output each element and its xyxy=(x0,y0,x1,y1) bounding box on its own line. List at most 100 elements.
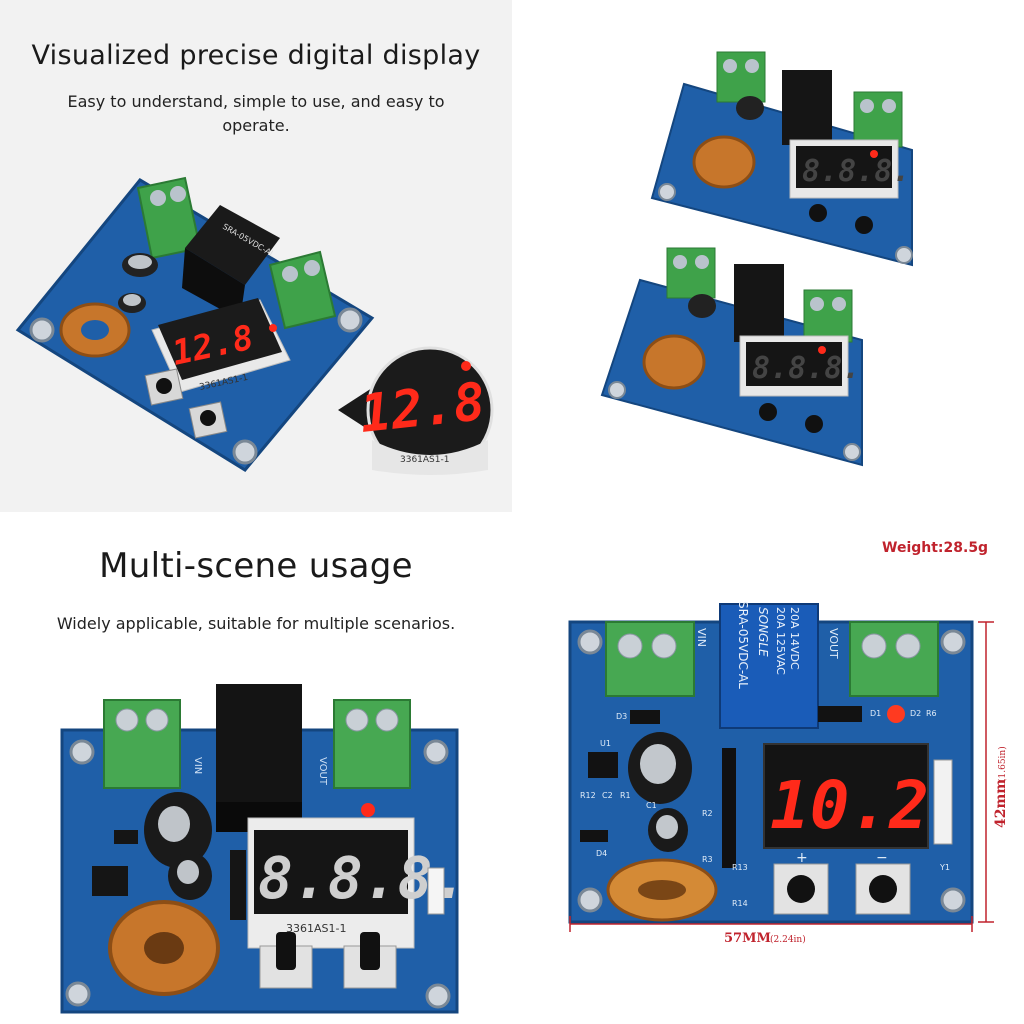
silk-y1: Y1 xyxy=(939,863,950,872)
push-button-cap xyxy=(276,932,296,970)
output-terminal xyxy=(803,289,853,343)
display-window xyxy=(254,830,408,914)
silk-r1: R1 xyxy=(620,791,631,800)
screw-icon xyxy=(723,59,737,73)
mounting-hole xyxy=(940,887,966,913)
pcb-board xyxy=(600,278,863,467)
input-terminal xyxy=(716,51,766,103)
screw-icon xyxy=(745,59,759,73)
panel-display-feature: Visualized precise digital display Easy … xyxy=(0,0,512,512)
input-terminal xyxy=(103,699,181,789)
relay-side xyxy=(182,248,245,320)
panel3-subtitle: Widely applicable, suitable for multiple… xyxy=(56,614,456,633)
module-photo-angled: SRA-05VDC-AL 12.8 3361AS1-1 12.8 3361AS1… xyxy=(15,176,494,475)
silk-plus: + xyxy=(796,850,808,866)
panel1-title: Visualized precise digital display xyxy=(31,40,481,71)
screw-icon xyxy=(115,708,139,732)
relay xyxy=(719,603,819,729)
silk-r12: R12 xyxy=(580,791,596,800)
silk-r3: R3 xyxy=(702,855,713,864)
silk-c1: C1 xyxy=(646,801,657,810)
capacitor-top xyxy=(177,860,199,884)
zoom-display-model: 3361AS1-1 xyxy=(400,455,449,465)
screw-icon xyxy=(282,266,298,282)
status-led xyxy=(361,803,375,817)
screw-icon xyxy=(860,99,874,113)
silk-r2: R2 xyxy=(702,809,713,818)
zoom-status-led xyxy=(461,361,471,371)
height-label-group: 42mm (1.65in) xyxy=(993,746,1009,828)
display-value-bottom: 8.8.8. xyxy=(752,351,860,386)
silk-u1: U1 xyxy=(600,739,611,748)
relay xyxy=(216,684,302,816)
mounting-hole xyxy=(65,981,91,1007)
panel-product-views: 8.8.8. 8.8.8. xyxy=(512,0,1024,512)
diode xyxy=(114,830,138,844)
screw-icon xyxy=(375,708,399,732)
weight-label: Weight:28.5g xyxy=(882,540,989,556)
label-vin: VIN xyxy=(695,628,708,647)
module-photos-pair: 8.8.8. 8.8.8. xyxy=(600,51,913,467)
mounting-hole xyxy=(232,439,258,465)
screw-icon xyxy=(695,255,709,269)
silk-r13: R13 xyxy=(732,863,748,872)
screw-icon xyxy=(170,186,186,202)
mounting-hole xyxy=(608,381,626,399)
screw-icon xyxy=(861,633,887,659)
label-vout: VOUT xyxy=(827,628,840,659)
module-photo-front: VIN VOUT 8.8.8. 3361AS1-1 xyxy=(60,684,468,1014)
zoom-display-value: 12.8 xyxy=(357,372,488,445)
resistor-array xyxy=(230,850,246,920)
capacitor xyxy=(736,96,764,120)
display-value: 10.2 xyxy=(770,767,929,844)
capacitor-top xyxy=(640,744,676,784)
width-mm-label: 57MM xyxy=(724,931,771,946)
push-button-cap xyxy=(805,415,823,433)
push-button-cap xyxy=(759,403,777,421)
display-window xyxy=(158,298,282,380)
screw-icon xyxy=(145,708,169,732)
screw-icon xyxy=(895,633,921,659)
screw-icon xyxy=(832,297,846,311)
mounting-hole xyxy=(658,183,676,201)
panel-multi-scene: Multi-scene usage Widely applicable, sui… xyxy=(0,512,512,1024)
push-button-cap xyxy=(360,932,380,970)
mounting-hole xyxy=(337,307,363,333)
panel3-title: Multi-scene usage xyxy=(99,546,413,586)
input-terminal xyxy=(605,621,695,697)
push-button-cap xyxy=(855,216,873,234)
status-led xyxy=(887,705,905,723)
silk-d1: D1 xyxy=(870,709,881,718)
capacitor xyxy=(688,294,716,318)
mounting-hole xyxy=(577,887,603,913)
screw-icon xyxy=(673,255,687,269)
mounting-hole xyxy=(69,739,95,765)
status-led xyxy=(269,324,277,332)
screw-icon xyxy=(304,260,320,276)
ic-chip xyxy=(92,866,128,896)
display-window xyxy=(746,342,842,386)
display-value-top: 8.8.8. xyxy=(802,154,910,189)
inductor-core xyxy=(144,932,184,964)
module-lower: 8.8.8. xyxy=(600,247,863,467)
diode-d3 xyxy=(630,710,660,724)
resistor-array xyxy=(722,748,736,868)
pin-header xyxy=(933,759,953,845)
width-in-label: (2.24in) xyxy=(770,934,806,945)
capacitor-top xyxy=(158,806,190,842)
ic-u1 xyxy=(588,752,618,778)
silk-d3: D3 xyxy=(616,712,627,721)
input-terminal xyxy=(666,247,716,299)
output-terminal xyxy=(853,91,903,148)
pin-header xyxy=(427,867,445,915)
push-button-cap xyxy=(809,204,827,222)
label-vout: VOUT xyxy=(317,757,328,786)
status-led xyxy=(870,150,878,158)
screw-icon xyxy=(810,297,824,311)
relay xyxy=(782,70,832,145)
screw-icon xyxy=(150,190,166,206)
mounting-hole xyxy=(577,629,603,655)
mounting-hole xyxy=(843,443,861,461)
status-led xyxy=(818,346,826,354)
mounting-hole xyxy=(423,739,449,765)
